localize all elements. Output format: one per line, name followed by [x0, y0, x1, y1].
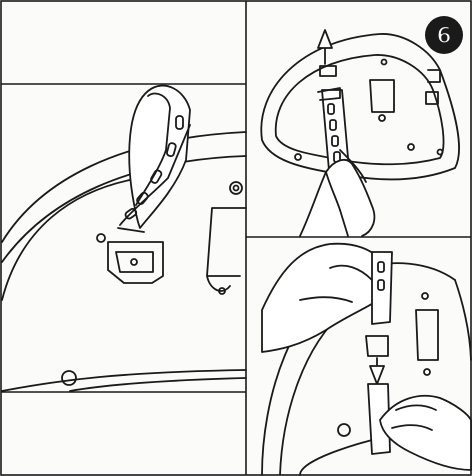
screw-head-inner [232, 184, 240, 192]
step-number: 6 [436, 24, 451, 49]
thread-down-panel [261, 242, 472, 476]
pull-up-panel: 6 [260, 16, 463, 237]
seat-shell-inner [274, 54, 445, 166]
seat-bottom-rim [1, 369, 247, 392]
seat-rim-outer [1, 131, 247, 243]
arrow-up-icon [317, 29, 333, 49]
seat-rim-inner [1, 155, 247, 263]
hole-mark [96, 233, 106, 243]
detail-panel [1, 84, 247, 392]
seat-bottom-rim-2 [69, 377, 247, 392]
hand-bottom [379, 394, 472, 471]
seat-shell-outer [260, 33, 460, 181]
strap-slot-bracket [107, 241, 164, 284]
screw-head [229, 181, 243, 195]
seat-inner-body [1, 177, 141, 301]
arrow-down-icon [369, 365, 385, 385]
upper-slot [319, 65, 337, 77]
strap-lower [367, 383, 391, 455]
hole-mark-small [61, 370, 77, 386]
hand-pull [299, 158, 376, 237]
strap-upper [371, 251, 393, 325]
lower-slot [365, 335, 389, 357]
step-badge [425, 16, 463, 54]
rect-recess [206, 207, 247, 292]
